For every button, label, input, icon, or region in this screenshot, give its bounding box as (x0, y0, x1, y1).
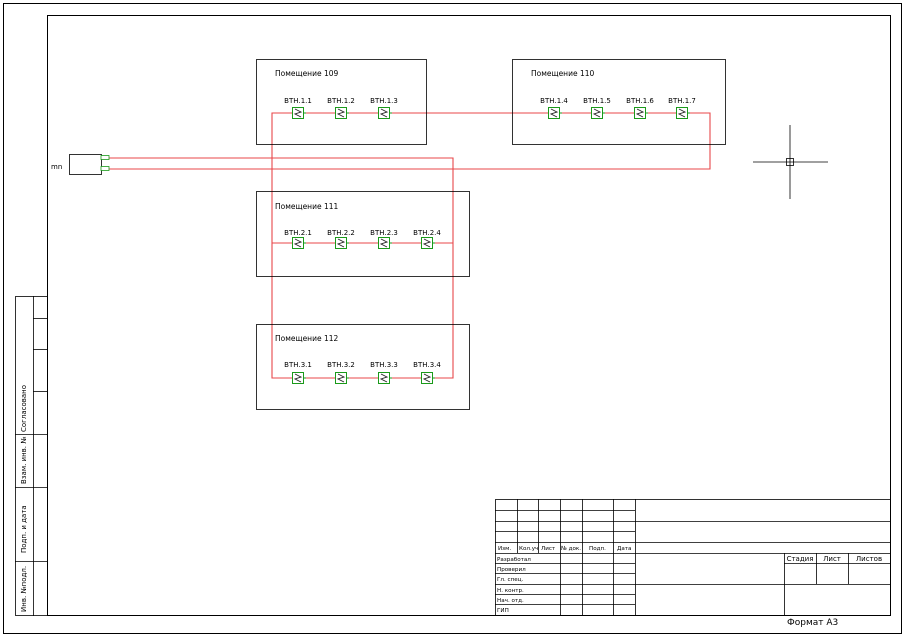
stamp-inv: Инв. №подл. (20, 566, 28, 612)
stamp-vzam: Взам. инв. № (20, 436, 28, 484)
room-title: Помещение 112 (275, 334, 338, 343)
fan-device-icon (292, 372, 306, 384)
inner-frame (47, 15, 891, 616)
room-box (512, 59, 726, 145)
format-label: Формат А3 (787, 618, 838, 628)
side-stamp (15, 296, 48, 616)
fan-device-icon (335, 237, 349, 249)
tb-role: Нач. отд. (497, 598, 524, 604)
stamp-agreed: Согласовано (20, 385, 28, 432)
fan-device-icon (378, 107, 392, 119)
title-block-headers: Изм. Кол.уч Лист № док. Подп. Дата (498, 546, 631, 552)
device-label: ВТН.2.2 (327, 229, 355, 237)
device-label: ВТН.1.2 (327, 97, 355, 105)
shield-label: mn (51, 163, 62, 171)
room-box (256, 59, 427, 145)
outer-frame (3, 3, 902, 634)
tb-stage-header: Стадия (787, 555, 814, 563)
room-110: Помещение 110 ВТН.1.4 ВТН.1.5 ВТН.1.6 ВТ… (512, 59, 726, 145)
room-109: Помещение 109 ВТН.1.1 ВТН.1.2 ВТН.1.3 (256, 59, 427, 145)
fan-device-icon (292, 107, 306, 119)
tb-role: Проверил (497, 567, 526, 573)
tb-header: Изм. (498, 546, 511, 552)
tb-role: ГИП (497, 608, 509, 614)
fan-device-icon (378, 372, 392, 384)
fan-device-icon (634, 107, 648, 119)
room-title: Помещение 109 (275, 69, 338, 78)
fan-device-icon (378, 237, 392, 249)
fan-device-icon (676, 107, 690, 119)
device-label: ВТН.2.4 (413, 229, 441, 237)
tb-header: № док. (561, 546, 581, 552)
room-box (256, 324, 470, 410)
tb-role: Разработал (497, 557, 531, 563)
device-label: ВТН.1.6 (626, 97, 654, 105)
fan-device-icon (335, 107, 349, 119)
device-label: ВТН.1.1 (284, 97, 312, 105)
tb-header: Кол.уч (519, 546, 538, 552)
fan-device-icon (548, 107, 562, 119)
fan-device-icon (421, 372, 435, 384)
fan-device-icon (292, 237, 306, 249)
wire-line-1 (101, 112, 711, 379)
device-label: ВТН.3.3 (370, 361, 398, 369)
title-block-roles: Разработал Проверил Гл. спец. Н. контр. … (497, 557, 531, 614)
wiring (101, 112, 711, 379)
crosshair-cursor-icon (753, 125, 828, 199)
title-block-stage: Стадия Лист Листов (787, 555, 883, 563)
device-label: ВТН.1.5 (583, 97, 611, 105)
tb-header: Подп. (589, 546, 606, 552)
device-label: ВТН.1.7 (668, 97, 696, 105)
room-title: Помещение 110 (531, 69, 594, 78)
device-label: ВТН.1.4 (540, 97, 568, 105)
room-title: Помещение 111 (275, 202, 338, 211)
room-111: Помещение 111 ВТН.2.1 ВТН.2.2 ВТН.2.3 ВТ… (256, 191, 470, 277)
device-symbols (292, 107, 690, 384)
shield: mn (51, 154, 110, 175)
room-112: Помещение 112 ВТН.3.1 ВТН.3.2 ВТН.3.3 ВТ… (256, 324, 470, 410)
tb-role: Гл. спец. (497, 577, 524, 583)
tb-header: Лист (541, 546, 556, 552)
device-label: ВТН.2.3 (370, 229, 398, 237)
stamp-podp: Подп. и дата (20, 505, 28, 553)
title-block-grid (495, 499, 891, 616)
device-label: ВТН.3.1 (284, 361, 312, 369)
fan-device-icon (421, 237, 435, 249)
tb-header: Дата (617, 546, 631, 552)
tb-stage-header: Лист (823, 555, 841, 563)
fan-device-icon (591, 107, 605, 119)
device-label: ВТН.3.4 (413, 361, 441, 369)
fan-device-icon (335, 372, 349, 384)
device-label: ВТН.2.1 (284, 229, 312, 237)
tb-stage-header: Листов (856, 555, 882, 563)
device-label: ВТН.1.3 (370, 97, 398, 105)
device-label: ВТН.3.2 (327, 361, 355, 369)
room-box (256, 191, 470, 277)
tb-role: Н. контр. (497, 588, 524, 594)
